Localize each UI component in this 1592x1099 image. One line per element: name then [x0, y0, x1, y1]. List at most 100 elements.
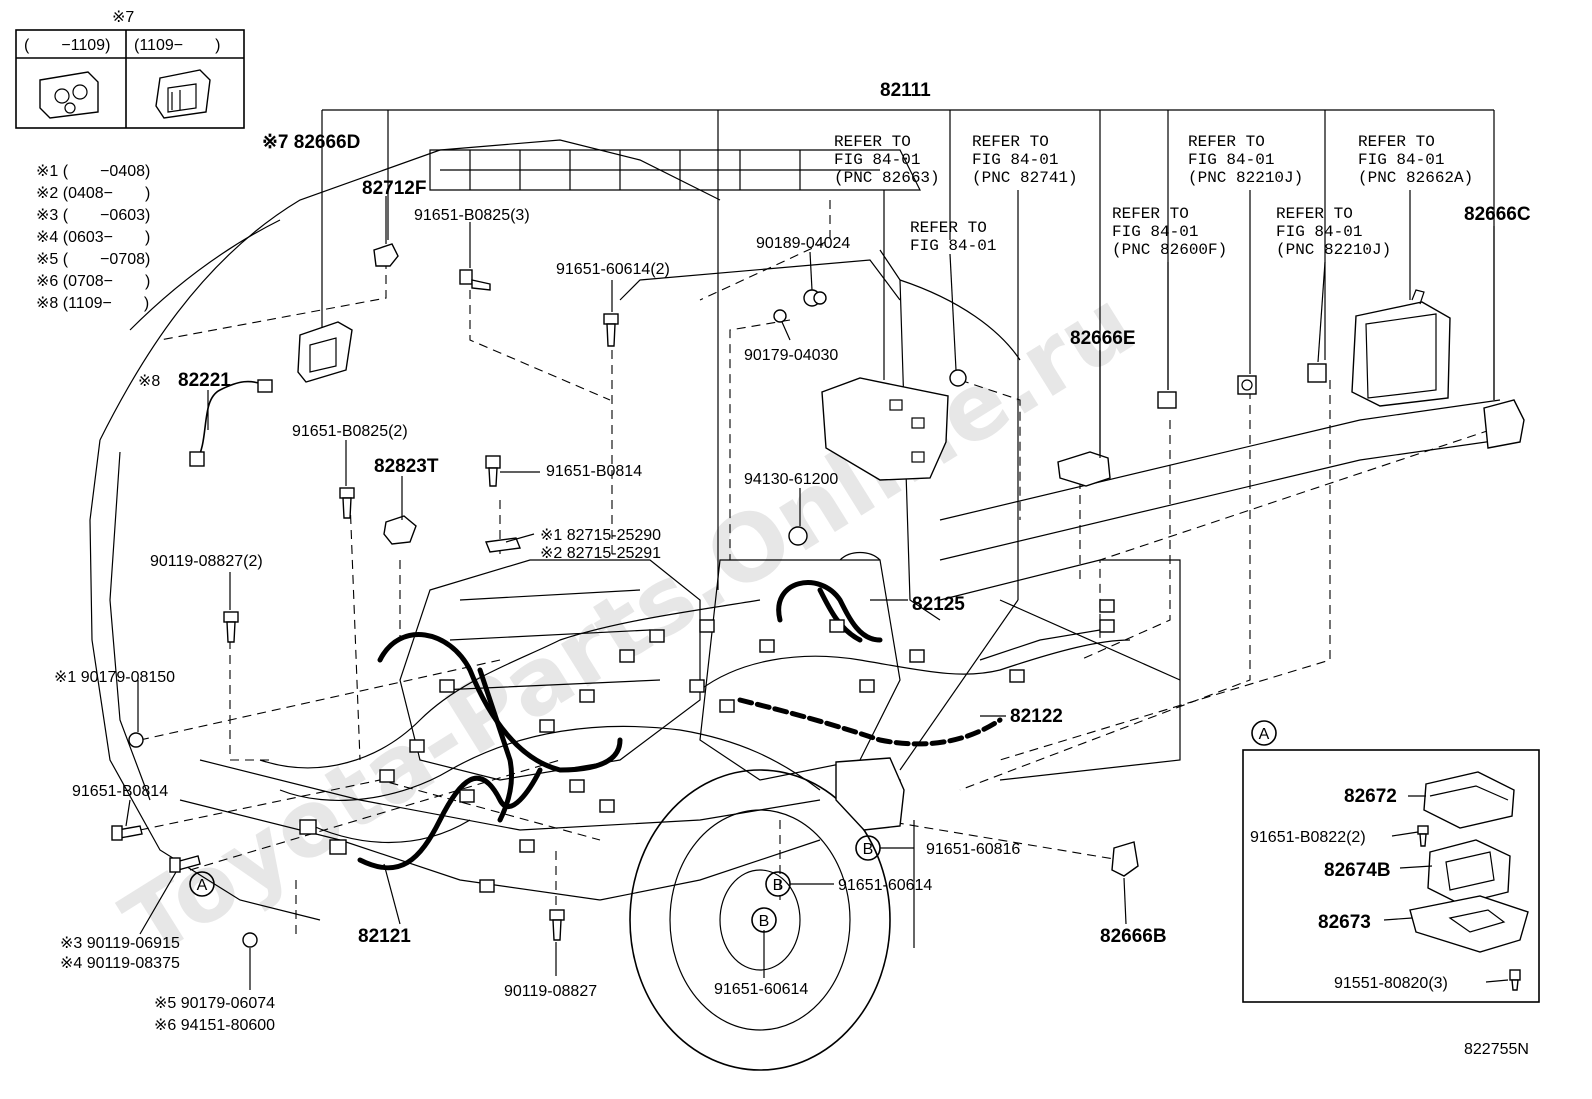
- part-82666B: [1111, 841, 1139, 877]
- label-82122: 82122: [1010, 706, 1063, 727]
- refer-line: REFER TO: [910, 219, 987, 237]
- refer-line: REFER TO: [972, 133, 1049, 151]
- detail-a-inset: A 82672 91651-: [1242, 720, 1540, 1003]
- note-1: ※1 ( −0408): [36, 163, 150, 180]
- refer-line: REFER TO: [1358, 133, 1435, 151]
- part-clip-refer: [949, 369, 967, 387]
- refer-line: FIG 84-01: [1188, 151, 1274, 169]
- refer-line: REFER TO: [834, 133, 911, 151]
- connector-new-icon: [155, 69, 211, 119]
- part-82666E: [1057, 451, 1111, 487]
- label-82221-mark: ※8: [138, 373, 160, 390]
- refer-note-82663: REFER TO FIG 84-01 (PNC 82663): [834, 133, 940, 187]
- inset-marker: ※7: [112, 9, 134, 26]
- refer-line: REFER TO: [1276, 205, 1353, 223]
- watermark: Toyota-Parts.Online.ru: [105, 269, 1152, 979]
- label-91651-60614-a: 91651-60614: [838, 877, 932, 894]
- refer-line: FIG 84-01: [1276, 223, 1362, 241]
- part-82712F: [373, 243, 399, 267]
- bolt-90119-06915: [169, 855, 201, 873]
- label-90179-08150: ※1 90179-08150: [54, 669, 175, 686]
- label-91651-B0814-b: 91651-B0814: [72, 783, 168, 800]
- part-82600F: [1157, 391, 1177, 409]
- label-90119-08827-2: 90119-08827(2): [150, 553, 263, 570]
- label-82221: 82221: [178, 370, 231, 391]
- label-90119-06915: ※3 90119-06915: [60, 935, 180, 952]
- harness-82125: [776, 580, 883, 643]
- label-91651-60816: 91651-60816: [926, 841, 1020, 858]
- label-82715-25291: ※2 82715-25291: [540, 545, 661, 562]
- part-82666D: [297, 321, 353, 383]
- junction-block: [835, 757, 905, 831]
- part-82662A: [1351, 289, 1451, 407]
- refer-line: FIG 84-01: [910, 237, 996, 255]
- label-82672: 82672: [1344, 786, 1397, 807]
- callout-b-text: B: [863, 841, 874, 858]
- label-90119-08827: 90119-08827: [504, 983, 597, 1000]
- part-82221-sensor: [189, 379, 273, 467]
- label-82674B: 82674B: [1324, 860, 1391, 881]
- bolt-91551-80820: [1509, 969, 1521, 991]
- part-82673-bracket: [1409, 895, 1529, 953]
- detail-a-frame: [1242, 749, 1540, 1003]
- callout-a-text: A: [197, 877, 208, 894]
- label-94151-80600: ※6 94151-80600: [154, 1017, 275, 1034]
- label-90119-08375: ※4 90119-08375: [60, 955, 180, 972]
- refer-note-82662A: REFER TO FIG 84-01 (PNC 82662A): [1358, 133, 1473, 187]
- callout-a-main: A: [189, 871, 215, 897]
- bolt-90119-08827-2: [223, 611, 239, 643]
- refer-line: REFER TO: [1188, 133, 1265, 151]
- label-82666C: 82666C: [1464, 204, 1531, 225]
- part-82823T: [383, 515, 417, 545]
- harness-82121: [357, 632, 623, 871]
- refer-line: (PNC 82210J): [1276, 241, 1391, 259]
- label-91651-B0825-2: 91651-B0825(2): [292, 423, 408, 440]
- inset-col1: ( −1109): [24, 37, 110, 54]
- label-82673: 82673: [1318, 912, 1371, 933]
- part-82210J-a: [1237, 375, 1257, 395]
- ecu-bracket: [821, 377, 949, 481]
- refer-line: (PNC 82663): [834, 169, 940, 187]
- detail-a-marker: A: [1259, 726, 1270, 743]
- bolt-91651-B0822: [1417, 825, 1429, 847]
- label-82715-25290: ※1 82715-25290: [540, 527, 661, 544]
- part-82715: [485, 537, 521, 553]
- refer-line: (PNC 82600F): [1112, 241, 1227, 259]
- callout-b-1: B: [855, 835, 881, 861]
- note-4: ※4 (0603− ): [36, 229, 150, 246]
- refer-line: FIG 84-01: [834, 151, 920, 169]
- refer-note-82741: REFER TO FIG 84-01 (PNC 82741): [972, 133, 1078, 187]
- label-91651-B0825-3: 91651-B0825(3): [414, 207, 530, 224]
- label-90189-04024: 90189-04024: [756, 235, 850, 252]
- label-82666D: ※7 82666D: [262, 132, 360, 153]
- bolt-91651-B0825-3: [459, 269, 491, 291]
- bolt-91651-B0814-b: [111, 825, 143, 841]
- label-91651-B0822-2: 91651-B0822(2): [1250, 829, 1366, 846]
- bolt-91651-B0814-a: [485, 455, 501, 487]
- refer-note-82210J-a: REFER TO FIG 84-01 (PNC 82210J): [1188, 133, 1303, 187]
- label-91551-80820-3: 91551-80820(3): [1334, 975, 1448, 992]
- note-3: ※3 ( −0603): [36, 207, 150, 224]
- part-90179-08150: [128, 732, 144, 748]
- label-90179-06074: ※5 90179-06074: [154, 995, 275, 1012]
- refer-line: REFER TO: [1112, 205, 1189, 223]
- part-90179-04030: [773, 309, 787, 323]
- inset-table: ※7 ( −1109) (1109− ): [15, 9, 245, 129]
- label-82125: 82125: [912, 594, 965, 615]
- part-82210J-b: [1307, 363, 1327, 383]
- part-90189-04024: [803, 289, 827, 307]
- label-91651-60614-2: 91651-60614(2): [556, 261, 670, 278]
- callout-b-text: B: [773, 877, 784, 894]
- date-notes: ※1 ( −0408) ※2 (0408− ) ※3 ( −0603) ※4 (…: [36, 163, 150, 312]
- part-90179-06074: [242, 932, 258, 948]
- label-91651-60614-b: 91651-60614: [714, 981, 808, 998]
- label-82666E: 82666E: [1070, 328, 1136, 349]
- bolt-91651-B0825-2: [339, 487, 355, 519]
- label-82823T: 82823T: [374, 456, 439, 477]
- part-82674B-block: [1427, 839, 1511, 905]
- inset-col2: (1109− ): [134, 37, 220, 54]
- refer-line: (PNC 82662A): [1358, 169, 1473, 187]
- callout-b-text: B: [759, 913, 770, 930]
- part-94130-61200: [788, 526, 808, 546]
- label-82121: 82121: [358, 926, 411, 947]
